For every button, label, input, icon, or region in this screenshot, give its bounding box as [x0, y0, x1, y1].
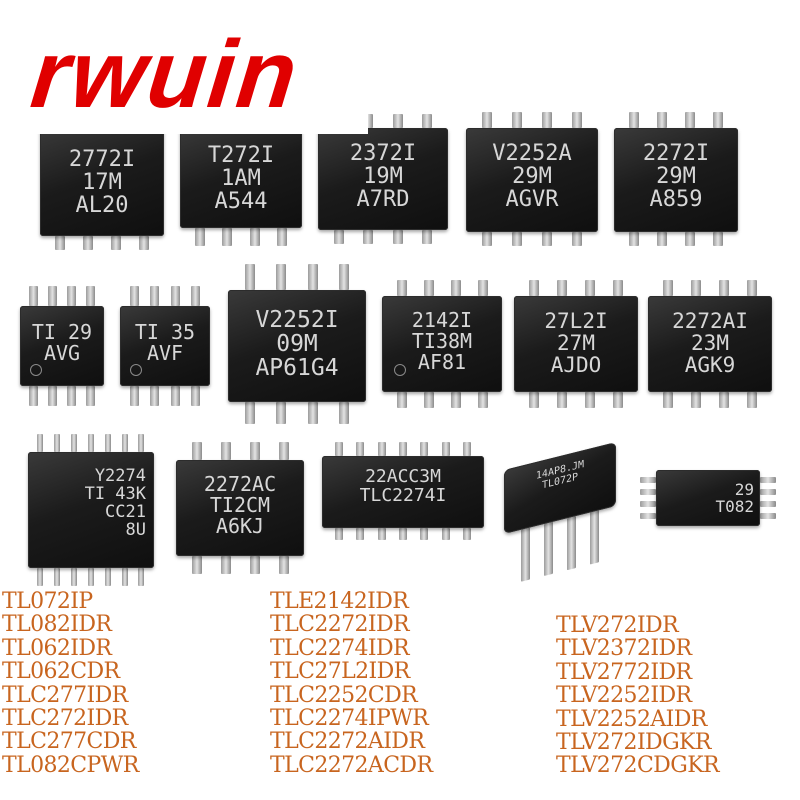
- chip-marking-line: AJDO: [550, 353, 602, 378]
- chip-marking-line: 09M: [276, 331, 318, 358]
- part-number: TLC277CDR: [2, 729, 136, 755]
- part-number: TL082IDR: [2, 612, 112, 638]
- chip-marking-line: A544: [214, 189, 268, 215]
- chip-marking-line: 2272AI: [672, 309, 748, 333]
- part-number: TL062CDR: [2, 659, 120, 685]
- chip-marking-line: 8U: [125, 519, 146, 540]
- part-number: TLC272IDR: [2, 706, 128, 732]
- part-number: TLC2274IPWR: [270, 706, 429, 732]
- chip-marking-line: 29M: [512, 164, 552, 190]
- part-number: TLV2252AIDR: [556, 706, 707, 732]
- part-number: TLV272IDR: [556, 613, 679, 638]
- part-number: TLV272CDGKR: [556, 753, 720, 779]
- chip-marking-line: TI 35: [134, 320, 196, 344]
- chip-marking-line: 22ACC3M: [365, 466, 441, 487]
- part-number: TLC2272AIDR: [270, 729, 425, 755]
- part-number-column-2: TLE2142IDR TLC2272IDR TLC2274IDR TLC27L2…: [270, 589, 433, 778]
- part-number: TLC2272ACDR: [270, 752, 433, 778]
- part-number: TLC2252CDR: [270, 682, 418, 708]
- part-number: TLC2274IDR: [270, 635, 410, 661]
- chip-marking-line: A6KJ: [215, 514, 265, 538]
- chip-marking-line: 2272AC: [203, 472, 277, 496]
- chip-marking-line: 2142I: [411, 308, 473, 332]
- chip-marking-line: CC21: [105, 501, 146, 522]
- chip-marking-line: 2372I: [349, 141, 417, 166]
- brand-logo: rwuin: [26, 21, 304, 128]
- chip-marking-line: Y2274: [94, 466, 146, 486]
- part-number-list: TL072IP TL082IDR TL062IDR TL062CDR TLC27…: [0, 590, 800, 800]
- chip-marking-line: 2772I: [68, 147, 136, 172]
- chip-marking-line: 2272I: [642, 141, 710, 166]
- chip-marking-line: AGK9: [684, 353, 736, 378]
- chip-marking-line: A859: [649, 187, 703, 213]
- part-number: TLV2372IDR: [556, 636, 692, 662]
- chip-marking-line: T272I: [207, 143, 275, 168]
- chip-marking-line: 27M: [557, 331, 595, 356]
- logo-area: rwuin: [18, 16, 368, 134]
- chip-marking-line: 23M: [691, 331, 729, 356]
- chip-marking-line: TI2CM: [209, 493, 271, 517]
- chip-marking-line: TLC2274I: [359, 484, 447, 506]
- part-number: TLV2252IDR: [556, 683, 692, 709]
- part-number-column-1: TL072IP TL082IDR TL062IDR TL062CDR TLC27…: [2, 589, 139, 778]
- chip-marking-line: T082: [715, 496, 754, 516]
- chip-marking-line: 1AM: [221, 166, 261, 192]
- chip-marking-line: A7RD: [356, 187, 410, 213]
- chip-marking-line: AVG: [43, 341, 81, 365]
- part-number: TLC277IDR: [2, 682, 128, 708]
- part-number: TLV272IDGKR: [556, 730, 711, 756]
- chip-marking-line: TI 43K: [84, 483, 146, 504]
- part-number: TL062IDR: [2, 635, 112, 661]
- chip-marking-line: AP61G4: [255, 355, 339, 382]
- chip-marking-line: AGVR: [505, 187, 559, 213]
- chip-marking-line: 19M: [363, 164, 403, 190]
- part-number: TLE2142IDR: [270, 589, 409, 614]
- part-number: TL082CPWR: [2, 752, 139, 778]
- part-number: TLC2272IDR: [270, 612, 410, 638]
- part-number: TL072IP: [2, 589, 93, 614]
- chip-marking-line: 29: [734, 480, 754, 499]
- chip-marking-line: TI 29: [31, 320, 93, 344]
- chip-marking-line: V2252A: [492, 141, 572, 166]
- chip-marking-line: AL20: [75, 193, 129, 219]
- chip-marking-line: 17M: [82, 170, 122, 196]
- chip-marking-line: 29M: [656, 164, 696, 190]
- part-number: TLC27L2IDR: [270, 659, 410, 685]
- chip-marking-line: AVF: [146, 341, 184, 365]
- part-number: TLV2772IDR: [556, 659, 692, 685]
- chip-marking-line: V2252I: [255, 307, 339, 333]
- part-number-column-3: TLV272IDR TLV2372IDR TLV2772IDR TLV2252I…: [556, 613, 720, 779]
- chip-marking-line: AF81: [417, 350, 467, 374]
- chip-marking-line: 27L2I: [544, 309, 608, 333]
- chip-marking-line: TI38M: [411, 329, 473, 353]
